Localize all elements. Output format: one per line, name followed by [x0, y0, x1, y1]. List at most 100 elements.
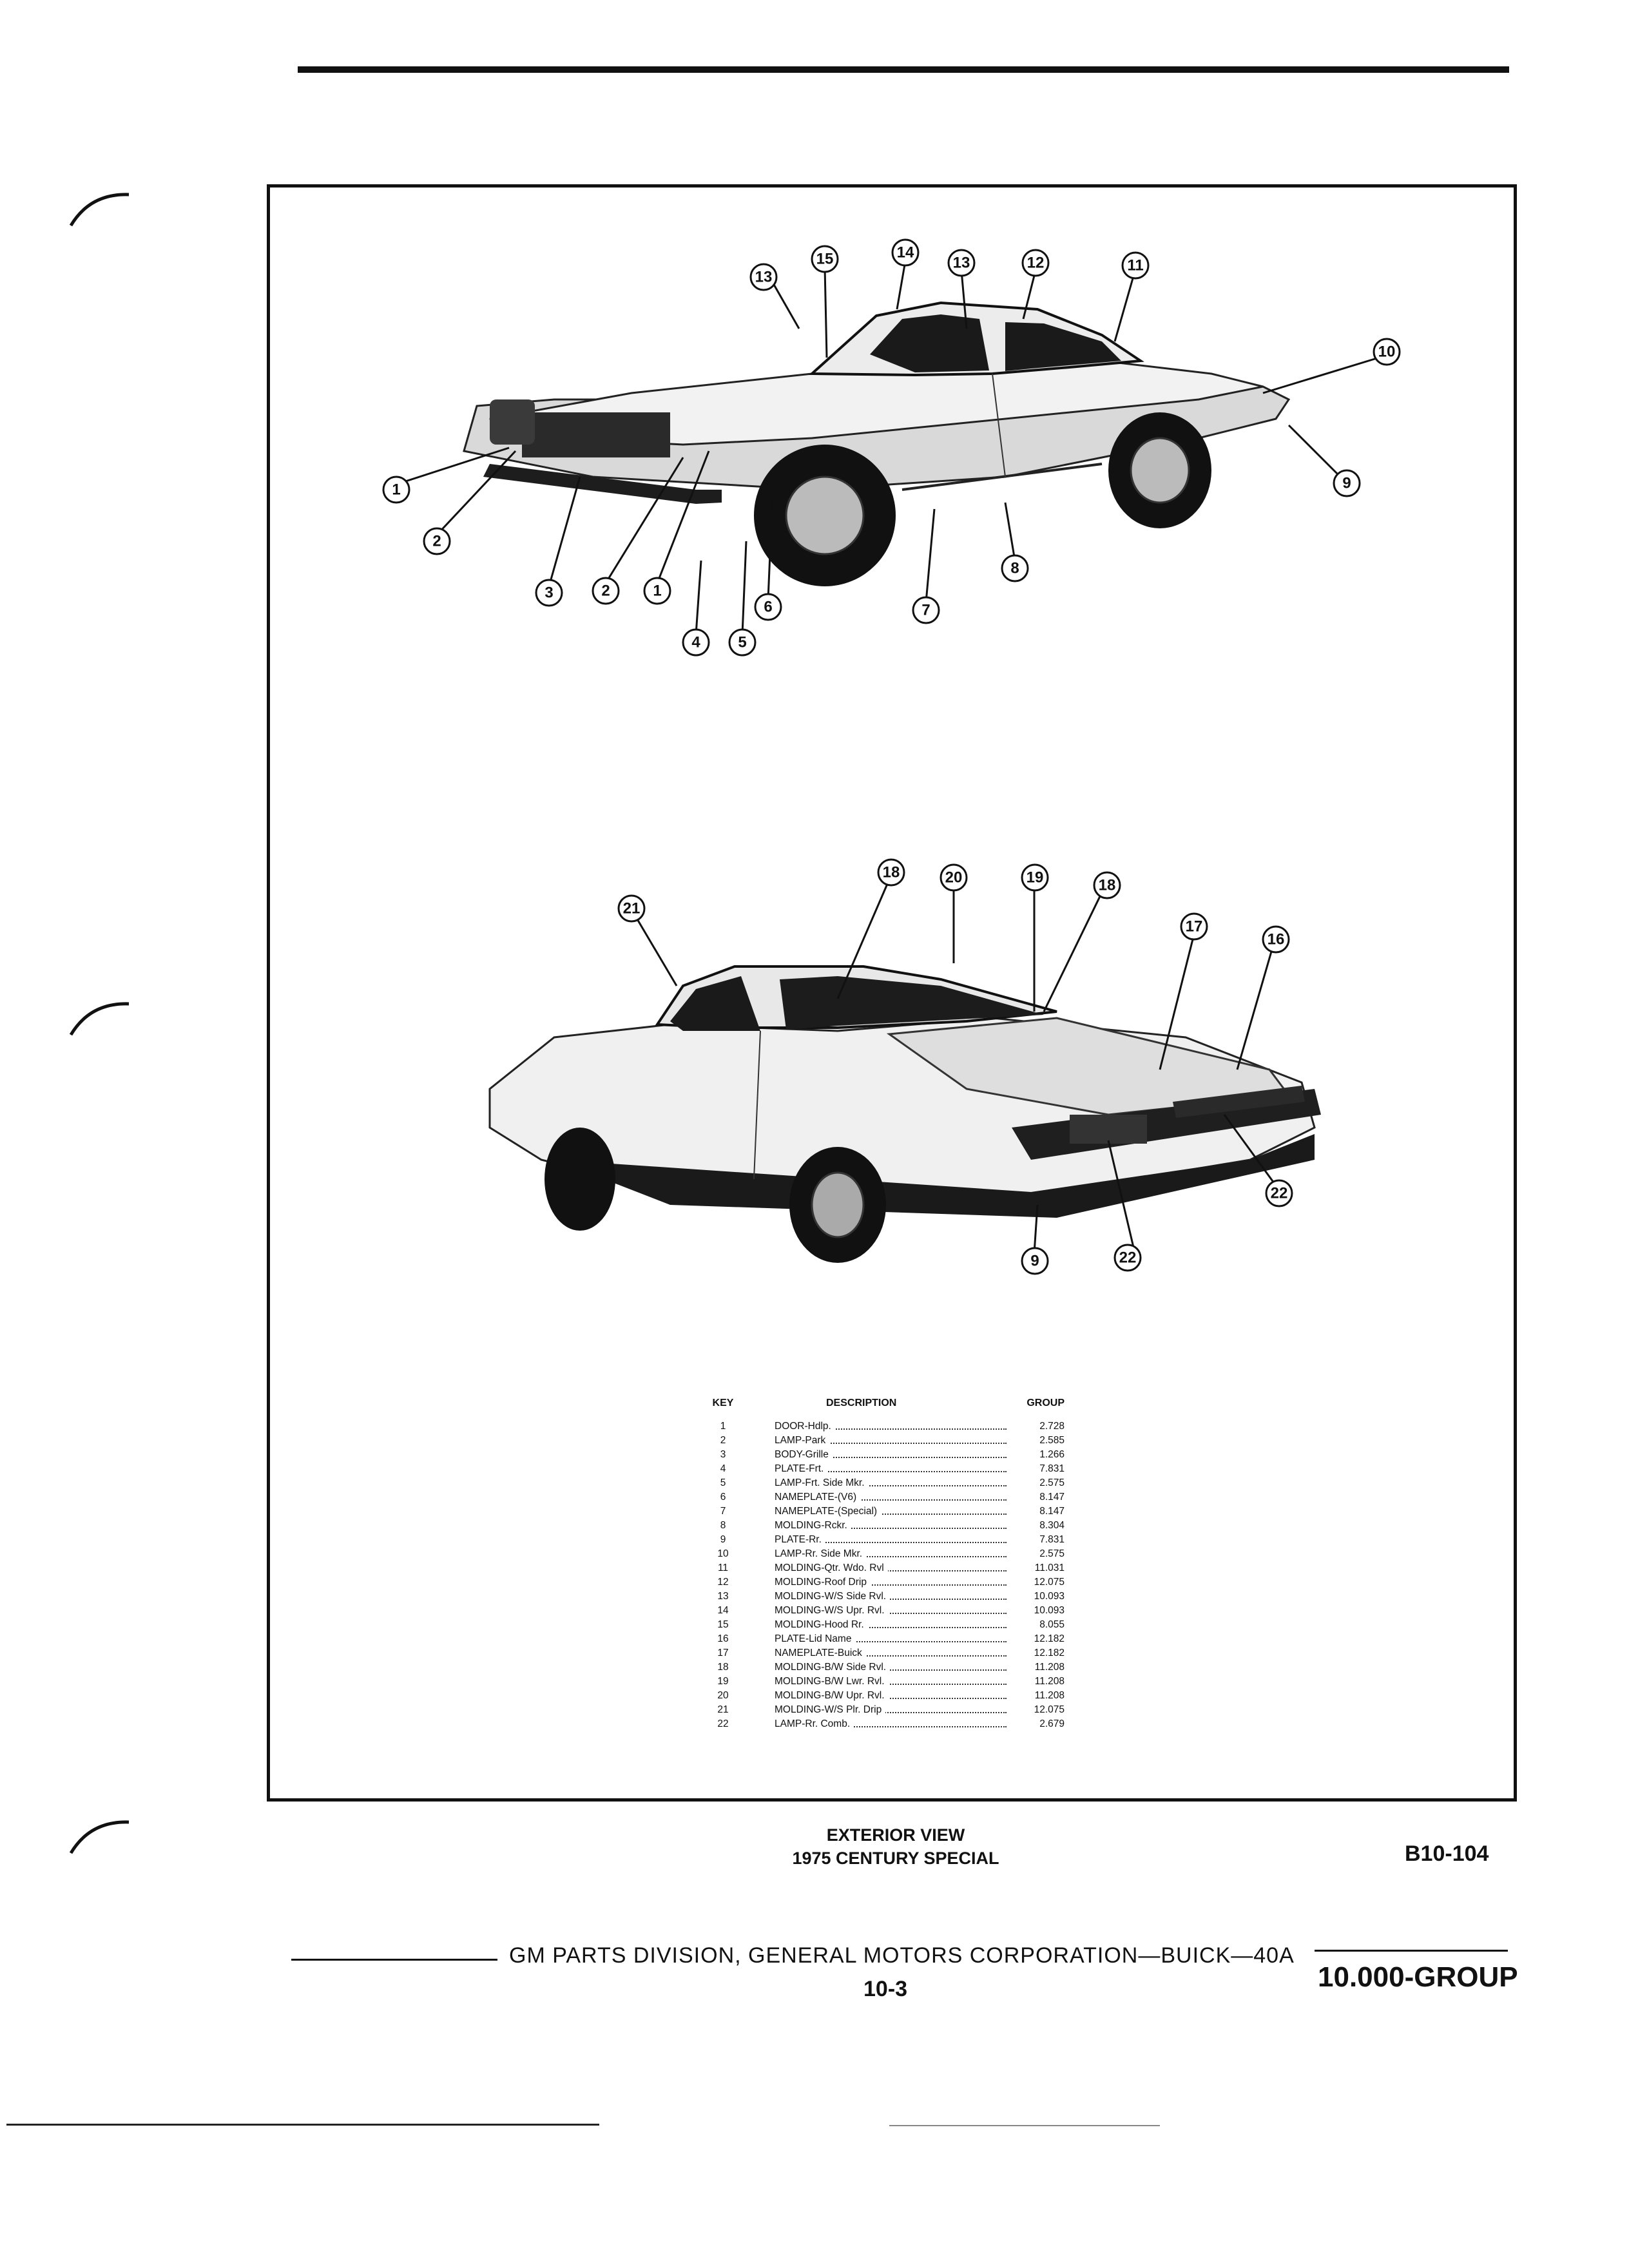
header-key: KEY [712, 1398, 734, 1408]
callout-20: 20 [940, 863, 968, 892]
front-leader-lines [399, 260, 1380, 635]
row-description-cell: NAMEPLATE-(Special) [742, 1504, 1007, 1519]
callout-3: 3 [535, 579, 563, 607]
row-key: 20 [717, 1690, 729, 1701]
row-description: PLATE-Lid Name [775, 1633, 856, 1644]
row-key: 1 [720, 1421, 726, 1432]
row-group: 8.304 [1039, 1520, 1065, 1531]
svg-text:9: 9 [1030, 1253, 1039, 1270]
bottom-scan-line-faint [889, 2125, 1160, 2126]
row-description-cell: NAMEPLATE-Buick [742, 1646, 1007, 1660]
row-description: PLATE-Rr. [775, 1534, 825, 1545]
svg-text:18: 18 [883, 864, 900, 881]
row-group: 10.093 [1034, 1605, 1065, 1616]
row-description: NAMEPLATE-(V6) [775, 1492, 861, 1503]
row-description-cell: LAMP-Frt. Side Mkr. [742, 1476, 1007, 1490]
row-description: MOLDING-Rckr. [775, 1520, 851, 1531]
front-car-body [463, 301, 1291, 586]
callout-8: 8 [1001, 554, 1029, 582]
row-group: 12.182 [1034, 1648, 1065, 1658]
callout-16: 16 [1262, 925, 1290, 954]
row-key: 3 [720, 1449, 726, 1460]
svg-text:2: 2 [601, 582, 610, 600]
row-key: 16 [717, 1633, 729, 1644]
row-group: 11.208 [1034, 1676, 1065, 1687]
table-row: 16 PLATE-Lid Name 12.182 [704, 1632, 1103, 1646]
row-group: 2.585 [1039, 1435, 1065, 1446]
row-key: 12 [717, 1577, 729, 1588]
row-key: 11 [717, 1562, 729, 1573]
row-description-cell: MOLDING-Hood Rr. [742, 1618, 1007, 1632]
callout-19: 19 [1021, 863, 1049, 892]
row-description-cell: PLATE-Frt. [742, 1462, 1007, 1476]
callout-6: 6 [754, 593, 782, 621]
row-group: 12.182 [1034, 1633, 1065, 1644]
svg-text:10: 10 [1378, 343, 1396, 361]
row-description-cell: MOLDING-W/S Upr. Rvl. [742, 1604, 1007, 1618]
row-description: PLATE-Frt. [775, 1463, 828, 1474]
svg-text:22: 22 [1119, 1249, 1137, 1267]
row-group: 2.679 [1039, 1718, 1065, 1729]
row-description: DOOR-Hdlp. [775, 1421, 835, 1432]
footer-rule-right [1315, 1950, 1508, 1952]
row-group: 8.147 [1039, 1506, 1065, 1517]
row-group: 2.728 [1039, 1421, 1065, 1432]
table-row: 2 LAMP-Park 2.585 [704, 1434, 1103, 1448]
callout-13: 13 [749, 263, 778, 291]
svg-text:20: 20 [945, 869, 963, 887]
bottom-scan-line [6, 2124, 599, 2126]
binder-hole-mark-bottom [64, 1808, 135, 1866]
row-key: 14 [717, 1605, 729, 1616]
table-header: KEY DESCRIPTION GROUP [704, 1396, 1103, 1410]
svg-text:18: 18 [1099, 877, 1116, 894]
row-group: 12.075 [1034, 1704, 1065, 1715]
row-description-cell: DOOR-Hdlp. [742, 1419, 1007, 1434]
callout-9: 9 [1333, 469, 1361, 497]
figure-caption: EXTERIOR VIEW 1975 CENTURY SPECIAL [677, 1823, 1115, 1870]
figure-number: B10-104 [1405, 1841, 1489, 1866]
row-description-cell: MOLDING-B/W Side Rvl. [742, 1660, 1007, 1675]
row-group: 11.208 [1034, 1690, 1065, 1701]
row-description: MOLDING-B/W Upr. Rvl. [775, 1690, 889, 1701]
row-group: 2.575 [1039, 1548, 1065, 1559]
row-key: 13 [717, 1591, 729, 1602]
row-key: 2 [720, 1435, 726, 1446]
row-key: 18 [717, 1662, 729, 1673]
table-row: 8 MOLDING-Rckr. 8.304 [704, 1519, 1103, 1533]
svg-text:7: 7 [921, 602, 930, 619]
rear-view-illustration: 21 18 20 19 18 17 16 22 22 9 [477, 857, 1321, 1334]
callout-18: 18 [1093, 871, 1121, 899]
row-group: 7.831 [1039, 1463, 1065, 1474]
svg-text:8: 8 [1010, 560, 1019, 577]
top-rule [298, 66, 1509, 73]
binder-hole-mark-top [64, 180, 135, 238]
row-description: MOLDING-W/S Side Rvl. [775, 1591, 891, 1602]
row-description-cell: MOLDING-Qtr. Wdo. Rvl [742, 1561, 1007, 1575]
row-description: LAMP-Frt. Side Mkr. [775, 1477, 869, 1488]
table-row: 14 MOLDING-W/S Upr. Rvl. 10.093 [704, 1604, 1103, 1618]
front-view-illustration: 1 2 3 2 1 4 5 6 7 8 9 10 11 12 13 14 15 … [361, 206, 1405, 677]
caption-model: 1975 CENTURY SPECIAL [792, 1849, 999, 1868]
svg-text:15: 15 [816, 251, 834, 268]
row-description: MOLDING-W/S Upr. Rvl. [775, 1605, 889, 1616]
row-description-cell: MOLDING-B/W Lwr. Rvl. [742, 1675, 1007, 1689]
svg-text:21: 21 [623, 900, 641, 918]
header-group: GROUP [1027, 1398, 1065, 1408]
row-description-cell: LAMP-Park [742, 1434, 1007, 1448]
svg-text:11: 11 [1127, 257, 1143, 274]
svg-text:13: 13 [953, 255, 970, 272]
row-description: MOLDING-Qtr. Wdo. Rvl [775, 1562, 888, 1573]
row-key: 8 [720, 1520, 726, 1531]
row-description-cell: MOLDING-B/W Upr. Rvl. [742, 1689, 1007, 1703]
row-description-cell: MOLDING-Rckr. [742, 1519, 1007, 1533]
